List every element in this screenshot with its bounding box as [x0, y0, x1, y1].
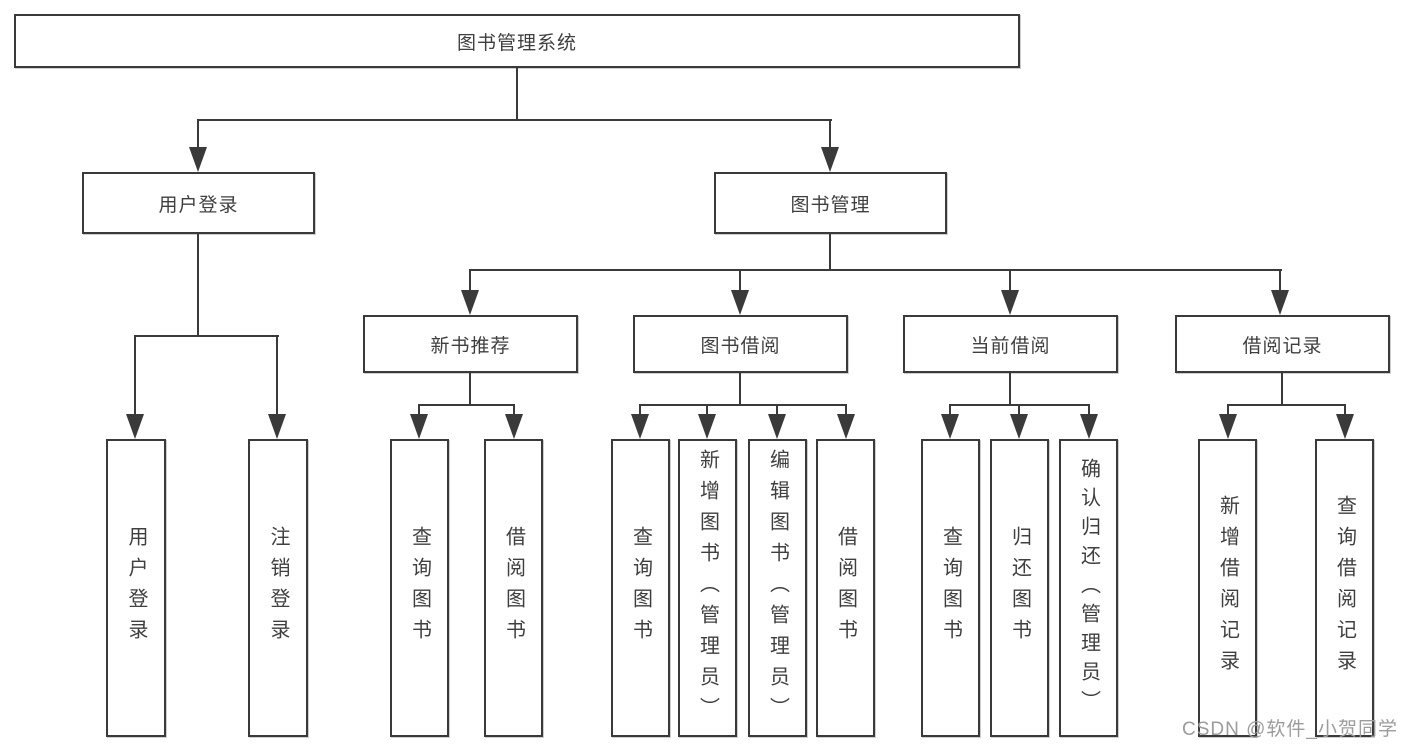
node-library-system: 图书管理系统: [14, 14, 1020, 68]
arrowhead-down-icon: [1001, 290, 1019, 315]
arrowhead-down-icon: [1271, 290, 1289, 315]
node-label: 借阅记录: [1242, 335, 1323, 357]
arrowhead-down-icon: [1336, 414, 1354, 439]
arrowhead-down-icon: [1010, 414, 1028, 439]
connector-line: [1009, 373, 1011, 406]
node-label: 借阅图书: [502, 526, 525, 650]
arrowhead-down-icon: [410, 414, 428, 439]
connector-line: [1281, 373, 1283, 406]
connector-line: [639, 404, 641, 416]
node-label: 查询图书: [629, 526, 652, 650]
connector-line: [276, 335, 278, 415]
arrowhead-down-icon: [268, 414, 286, 439]
connector-line: [1227, 404, 1346, 406]
arrowhead-down-icon: [1219, 414, 1237, 439]
leaf-confirm-return-admin: 确认归还（管理员）: [1059, 439, 1118, 737]
node-label: 归还图书: [1008, 526, 1031, 650]
node-borrowing-records: 借阅记录: [1175, 315, 1390, 373]
node-label: 图书管理系统: [456, 32, 577, 54]
connector-line: [134, 335, 136, 415]
arrowhead-down-icon: [631, 414, 649, 439]
connector-line: [418, 404, 420, 416]
leaf-logout: 注销登录: [248, 439, 308, 737]
connector-line: [469, 269, 1282, 271]
connector-line: [845, 404, 847, 416]
connector-line: [1088, 404, 1090, 416]
connector-line: [1344, 404, 1346, 416]
node-label: 注销登录: [267, 526, 289, 650]
connector-line: [776, 404, 778, 416]
node-label: 编辑图书（管理员）: [766, 448, 789, 728]
connector-line: [516, 68, 518, 121]
connector-line: [418, 404, 515, 406]
leaf-edit-books-admin: 编辑图书（管理员）: [748, 439, 807, 737]
arrowhead-down-icon: [768, 414, 786, 439]
arrowhead-down-icon: [821, 147, 839, 172]
leaf-user-login: 用户登录: [106, 439, 166, 737]
connector-line: [639, 404, 847, 406]
arrowhead-down-icon: [837, 414, 855, 439]
connector-line: [1279, 269, 1281, 291]
connector-line: [134, 335, 279, 337]
node-current-borrowing: 当前借阅: [903, 315, 1118, 373]
arrowhead-down-icon: [698, 414, 716, 439]
leaf-borrow-books-1: 借阅图书: [484, 439, 543, 737]
node-book-management: 图书管理: [714, 172, 947, 234]
csdn-watermark: CSDN @软件_小贺同学: [1182, 719, 1398, 740]
connector-line: [829, 234, 831, 271]
connector-line: [513, 404, 515, 416]
connector-line: [469, 269, 471, 291]
leaf-return-books: 归还图书: [990, 439, 1049, 737]
connector-line: [1018, 404, 1020, 416]
arrowhead-down-icon: [731, 290, 749, 315]
connector-line: [829, 119, 831, 148]
arrowhead-down-icon: [941, 414, 959, 439]
connector-line: [1227, 404, 1229, 416]
node-label: 新增借阅记录: [1216, 495, 1239, 681]
node-label: 当前借阅: [970, 335, 1051, 357]
arrowhead-down-icon: [505, 414, 523, 439]
connector-line: [1009, 269, 1011, 291]
arrowhead-down-icon: [189, 147, 207, 172]
node-label: 用户登录: [125, 526, 147, 650]
connector-line: [197, 119, 199, 148]
node-label: 新增图书（管理员）: [696, 448, 719, 728]
node-label: 借阅图书: [834, 526, 857, 650]
leaf-query-books-2: 查询图书: [611, 439, 670, 737]
node-label: 查询图书: [408, 526, 431, 650]
node-book-borrowing: 图书借阅: [633, 315, 848, 373]
connector-line: [739, 373, 741, 406]
connector-line: [706, 404, 708, 416]
arrowhead-down-icon: [461, 290, 479, 315]
connector-line: [197, 234, 199, 337]
node-label: 图书管理: [790, 194, 871, 216]
node-user-login: 用户登录: [82, 172, 315, 234]
arrowhead-down-icon: [126, 414, 144, 439]
leaf-query-borrow-record: 查询借阅记录: [1315, 439, 1374, 737]
connector-line: [197, 119, 832, 121]
connector-line: [469, 373, 471, 406]
node-label: 查询图书: [939, 526, 962, 650]
leaf-query-books-3: 查询图书: [921, 439, 980, 737]
leaf-query-books-1: 查询图书: [390, 439, 449, 737]
connector-line: [949, 404, 951, 416]
node-label: 新书推荐: [430, 335, 511, 357]
connector-line: [739, 269, 741, 291]
node-label: 图书借阅: [700, 335, 781, 357]
leaf-borrow-books-2: 借阅图书: [816, 439, 875, 737]
leaf-add-borrow-record: 新增借阅记录: [1198, 439, 1257, 737]
node-label: 查询借阅记录: [1333, 495, 1356, 681]
leaf-add-books-admin: 新增图书（管理员）: [678, 439, 737, 737]
node-label: 确认归还（管理员）: [1077, 457, 1100, 719]
node-new-book-recommendation: 新书推荐: [363, 315, 578, 373]
arrowhead-down-icon: [1080, 414, 1098, 439]
node-label: 用户登录: [158, 194, 239, 216]
